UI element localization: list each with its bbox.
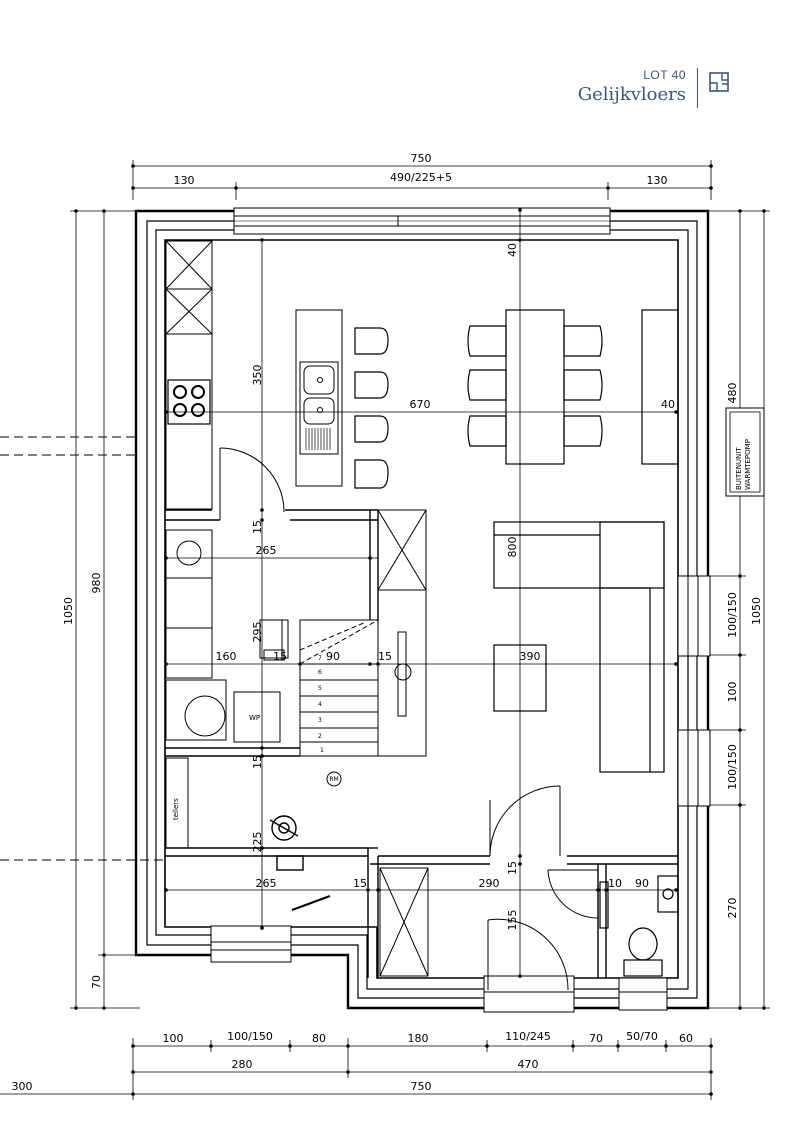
dim-350: 350 <box>251 365 264 386</box>
dim-265-b: 265 <box>256 877 277 890</box>
lot-number: LOT 40 <box>643 68 686 82</box>
dim-15-a: 15 <box>251 520 264 534</box>
rm-symbol <box>326 771 342 787</box>
neighbour-lines <box>0 436 165 861</box>
top-window <box>233 207 611 235</box>
dim-40-right: 40 <box>661 398 675 411</box>
header-divider <box>697 68 698 108</box>
dim-390: 390 <box>520 650 541 663</box>
svg-text:2: 2 <box>318 733 322 740</box>
dim-bot-750: 750 <box>411 1080 432 1093</box>
interior-walls <box>165 509 678 978</box>
dim-bot-180: 180 <box>408 1032 429 1045</box>
stair-steps: 1 2 3 4 5 6 7 <box>318 655 324 754</box>
doors <box>219 447 599 991</box>
dim-290: 290 <box>479 877 500 890</box>
wc <box>599 875 679 977</box>
dim-right-270: 270 <box>726 898 739 919</box>
dim-right-100-150-a: 100/150 <box>726 592 739 638</box>
cooktop <box>167 379 211 425</box>
dim-left-980: 980 <box>90 573 103 594</box>
interior-dim-dots <box>164 208 678 978</box>
svg-text:5: 5 <box>318 685 322 692</box>
dim-15-b: 15 <box>273 650 287 663</box>
svg-text:7: 7 <box>318 655 322 662</box>
dim-bot-100-150: 100/150 <box>227 1030 273 1043</box>
kitchen-counter <box>165 240 213 510</box>
dim-bot-280: 280 <box>232 1058 253 1071</box>
left-dimensions <box>70 210 140 1009</box>
kitchen-island <box>295 309 343 487</box>
dim-top-mid: 490/225+5 <box>390 171 452 184</box>
dim-bot-110-245: 110/245 <box>505 1030 551 1043</box>
dim-bot-300: 300 <box>12 1080 33 1093</box>
dim-225: 225 <box>251 832 264 853</box>
tellers-label: tellers <box>172 798 180 820</box>
dim-bot-80: 80 <box>312 1032 326 1045</box>
sofa <box>493 521 665 773</box>
dim-15-e: 15 <box>353 877 367 890</box>
stairs <box>259 509 427 757</box>
dim-15-d: 15 <box>251 755 264 769</box>
wp-label: WP <box>249 714 260 722</box>
dim-right-480: 480 <box>726 383 739 404</box>
dim-bot-60: 60 <box>679 1032 693 1045</box>
bottom-dimensions <box>0 1038 712 1100</box>
coat-icon <box>269 815 331 911</box>
dim-right-100-150-b: 100/150 <box>726 744 739 790</box>
svg-text:1: 1 <box>320 747 324 754</box>
island-drainer <box>305 428 331 450</box>
dim-40-top: 40 <box>506 243 519 257</box>
warmtepomp-label: WARMTEPOMP <box>744 439 752 490</box>
svg-text:3: 3 <box>318 717 322 724</box>
rm-label: RM <box>329 776 338 783</box>
dim-295: 295 <box>251 622 264 643</box>
dim-90: 90 <box>326 650 340 663</box>
dim-right-100: 100 <box>726 682 739 703</box>
dim-160: 160 <box>216 650 237 663</box>
dim-15-f: 15 <box>506 861 519 875</box>
bar-stools <box>354 327 389 489</box>
dim-670: 670 <box>410 398 431 411</box>
dim-bot-70: 70 <box>589 1032 603 1045</box>
dim-left-70: 70 <box>90 975 103 989</box>
bottom-left-window <box>210 925 292 963</box>
interior-dim-lines <box>166 208 676 978</box>
heat-pump-unit <box>725 407 765 497</box>
outer-walls <box>134 209 710 1010</box>
dim-top-left: 130 <box>174 174 195 187</box>
dim-top-right: 130 <box>647 174 668 187</box>
meter-cabinet <box>165 757 189 849</box>
dim-bot-100: 100 <box>163 1032 184 1045</box>
dim-800: 800 <box>506 537 519 558</box>
dim-10: 10 <box>608 877 622 890</box>
storage-closet <box>379 867 429 977</box>
floorplan-icon <box>709 72 729 92</box>
dim-top-total: 750 <box>411 152 432 165</box>
right-windows <box>677 575 711 807</box>
dim-15-c: 15 <box>378 650 392 663</box>
dim-right-1050: 1050 <box>750 597 763 625</box>
dim-left-1050: 1050 <box>62 597 75 625</box>
dining-table <box>467 309 679 465</box>
front-door-frame <box>483 975 668 1013</box>
dim-265-a: 265 <box>256 544 277 557</box>
dim-bot-470: 470 <box>518 1058 539 1071</box>
svg-text:4: 4 <box>318 701 322 708</box>
svg-text:6: 6 <box>318 669 322 676</box>
buitenunit-label: BUITENUNIT <box>735 447 743 490</box>
floor-title: Gelijkvloers <box>577 84 686 105</box>
utility-appliances <box>165 529 281 743</box>
dim-155: 155 <box>506 910 519 931</box>
dim-90-b: 90 <box>635 877 649 890</box>
dim-bot-50-70: 50/70 <box>626 1030 658 1043</box>
